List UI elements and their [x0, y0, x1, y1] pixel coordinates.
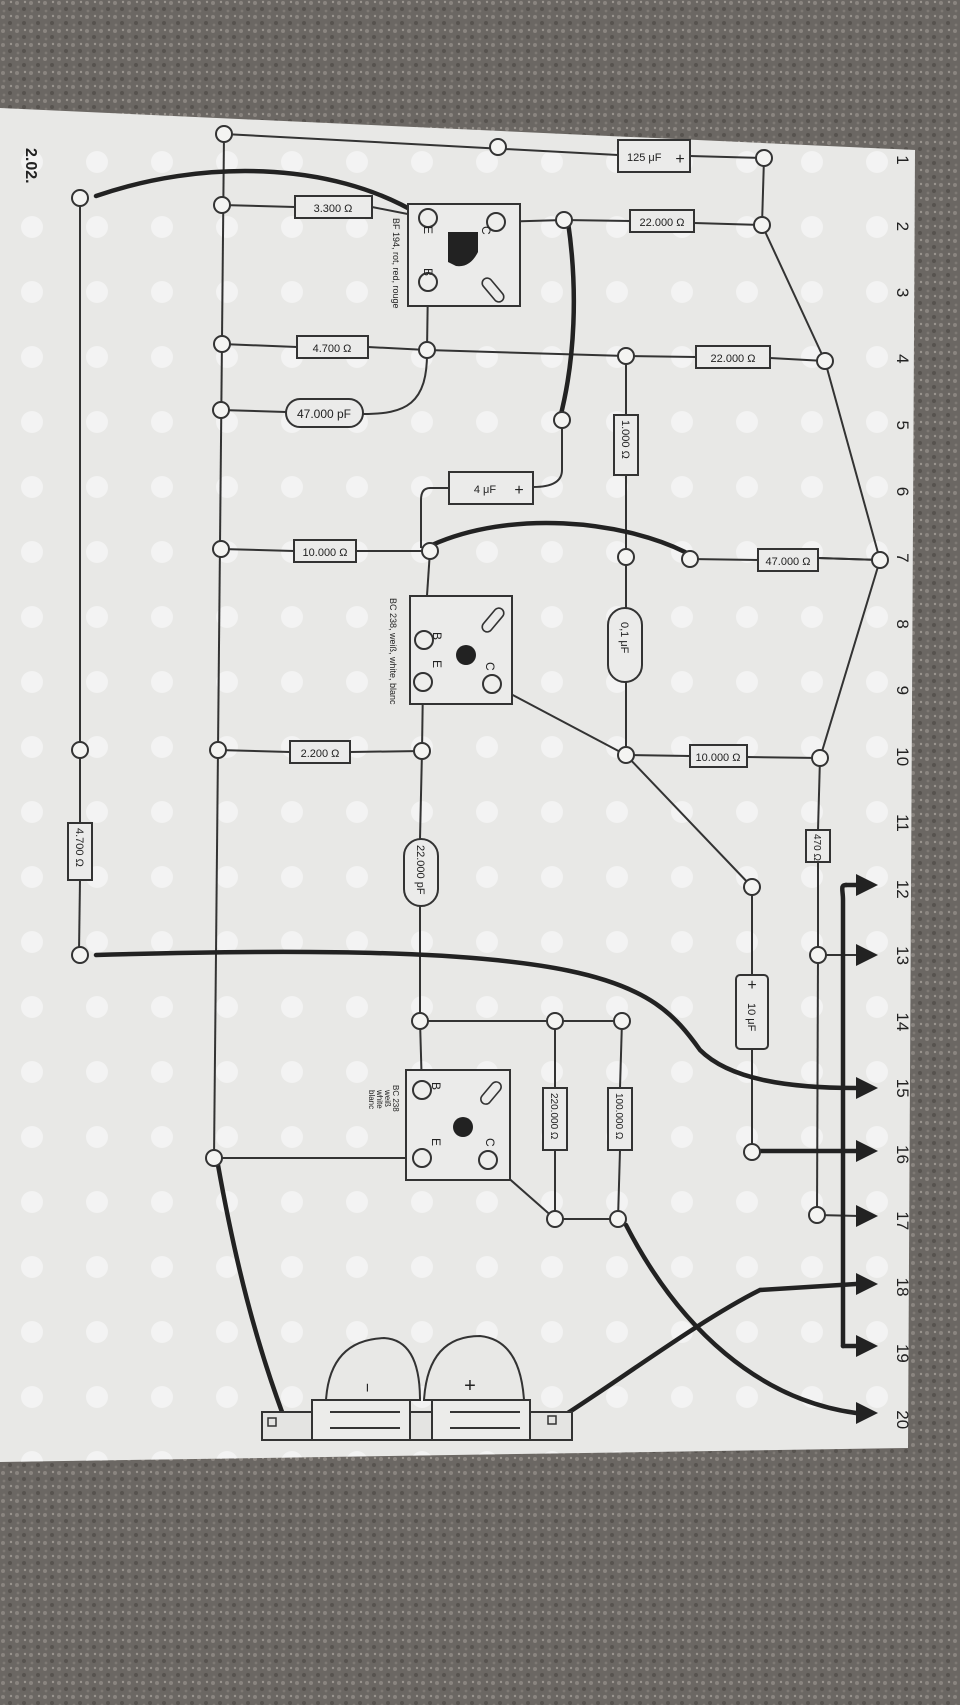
capacitor-22000pf: 22.000 pF	[403, 838, 439, 907]
capacitor-01uf-label: 0,1 μF	[618, 622, 630, 654]
resistor-10000-a: 10.000 Ω	[293, 539, 357, 563]
resistor-100000-label: 100.000 Ω	[613, 1093, 624, 1140]
t1-pin-e: E	[421, 226, 435, 234]
terminal-number-17: 17	[893, 1211, 912, 1230]
t2-label: BC 238, weiß, white, blanc	[388, 598, 398, 705]
resistor-3300-label: 3.300 Ω	[314, 203, 353, 215]
junction-nodes	[71, 125, 889, 1228]
terminal-number-2: 2	[893, 222, 912, 231]
t1-pin-b: B	[421, 268, 435, 276]
transistor-bc238-a: B E C BC 238, weiß, white, blanc	[388, 595, 513, 705]
capacitor-4uf-plus: +	[514, 482, 523, 499]
capacitor-4uf: 4 μF +	[448, 471, 534, 505]
resistor-220000-label: 220.000 Ω	[548, 1093, 559, 1140]
resistor-22000-mid-label: 22.000 Ω	[711, 353, 756, 365]
terminal-number-20: 20	[893, 1410, 912, 1429]
battery-holder: − +	[261, 1334, 573, 1441]
terminal-number-16: 16	[893, 1145, 912, 1164]
terminal-number-18: 18	[893, 1278, 912, 1297]
resistor-4700-a: 4.700 Ω	[296, 335, 369, 359]
terminal-number-19: 19	[893, 1344, 912, 1363]
capacitor-10uf-label: 10 μF	[745, 1003, 757, 1032]
jumper-wires	[93, 168, 859, 1423]
t3-label-4: blanc	[367, 1090, 376, 1109]
capacitor-4uf-label: 4 μF	[474, 484, 497, 496]
terminal-number-1: 1	[893, 155, 912, 164]
t3-label-2: weiß	[383, 1089, 392, 1107]
resistor-2200: 2.200 Ω	[289, 740, 351, 764]
terminal-arrows	[856, 874, 878, 1424]
terminal-number-6: 6	[893, 487, 912, 496]
capacitor-47000pf-label: 47.000 pF	[297, 407, 351, 421]
resistor-22000-top-label: 22.000 Ω	[640, 217, 685, 229]
terminal-number-14: 14	[893, 1012, 912, 1031]
capacitor-01uf: 0,1 μF	[607, 607, 643, 683]
resistor-2200-label: 2.200 Ω	[301, 748, 340, 760]
resistor-4700-b-label: 4.700 Ω	[73, 828, 85, 867]
terminal-number-11: 11	[893, 814, 912, 832]
resistor-22000-mid: 22.000 Ω	[695, 345, 771, 369]
t2-pin-b: B	[430, 632, 444, 640]
terminal-number-9: 9	[893, 686, 912, 695]
resistor-3300: 3.300 Ω	[294, 195, 373, 219]
t3-label-3: white	[375, 1089, 384, 1109]
t2-pin-e: E	[430, 660, 444, 668]
resistor-1000: 1.000 Ω	[613, 414, 639, 476]
resistor-22000-top: 22.000 Ω	[629, 209, 695, 233]
terminal-number-15: 15	[893, 1079, 912, 1098]
resistor-100000: 100.000 Ω	[607, 1087, 633, 1151]
t1-label: BF 194, rot, red, rouge	[391, 218, 401, 309]
resistor-10000-b-label: 10.000 Ω	[696, 752, 741, 764]
t3-pin-e: E	[429, 1138, 443, 1146]
capacitor-47000pf: 47.000 pF	[285, 398, 364, 428]
battery-minus: −	[358, 1383, 375, 1392]
resistor-470: 470 Ω	[805, 829, 831, 863]
terminal-number-7: 7	[893, 553, 912, 562]
t3-pin-c: C	[483, 1138, 497, 1147]
resistor-10000-a-label: 10.000 Ω	[303, 547, 348, 559]
capacitor-125uf: 125 μF +	[617, 139, 691, 173]
resistor-1000-label: 1.000 Ω	[619, 420, 631, 459]
terminal-number-13: 13	[893, 946, 912, 965]
terminal-number-5: 5	[893, 420, 912, 429]
capacitor-125uf-plus: +	[675, 151, 684, 168]
resistor-47000: 47.000 Ω	[757, 548, 819, 572]
terminal-number-3: 3	[893, 288, 912, 297]
resistor-47000-label: 47.000 Ω	[766, 556, 811, 568]
resistor-10000-b: 10.000 Ω	[689, 744, 748, 768]
wires	[78, 133, 881, 1220]
t1-pin-c: C	[479, 226, 493, 235]
battery-plus: +	[464, 1375, 476, 1397]
resistor-4700-b: 4.700 Ω	[67, 822, 93, 881]
resistor-470-label: 470 Ω	[811, 834, 822, 861]
resistor-220000: 220.000 Ω	[542, 1087, 568, 1151]
transistor-bc238-b: B E C BC 238 weiß white blanc	[367, 1069, 511, 1181]
capacitor-10uf: + 10 μF	[735, 974, 769, 1050]
terminal-number-12: 12	[893, 880, 912, 899]
terminal-number-10: 10	[893, 747, 912, 766]
resistor-4700-a-label: 4.700 Ω	[313, 343, 352, 355]
transistor-bf194: E C B BF 194, rot, red, rouge	[391, 203, 521, 309]
capacitor-125uf-label: 125 μF	[627, 152, 662, 164]
terminal-number-8: 8	[893, 619, 912, 628]
t2-pin-c: C	[483, 662, 497, 671]
page-number: 2.02.	[22, 148, 39, 184]
terminal-number-4: 4	[893, 354, 912, 363]
t3-pin-b: B	[429, 1082, 443, 1090]
capacitor-22000pf-label: 22.000 pF	[414, 845, 426, 895]
t3-label-1: BC 238	[391, 1085, 400, 1112]
capacitor-10uf-plus: +	[747, 977, 756, 994]
